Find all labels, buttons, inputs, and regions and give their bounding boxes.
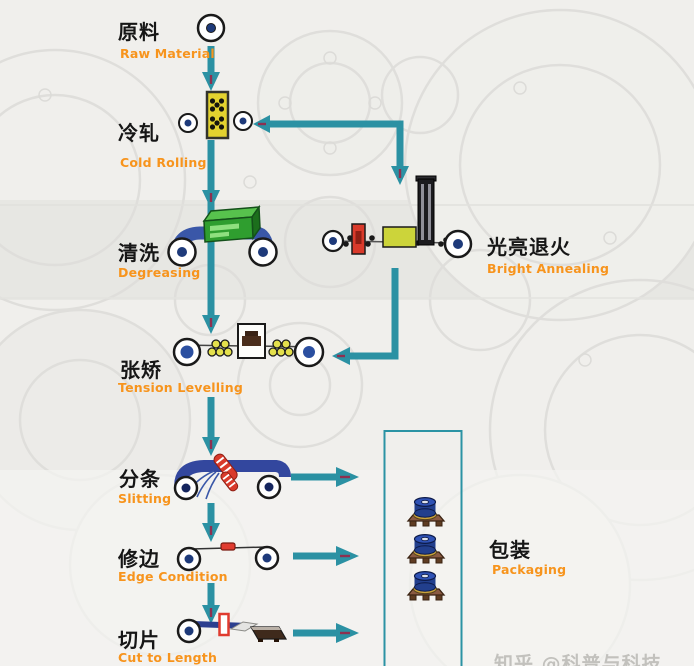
label-tension-levelling-en: Tension Levelling	[118, 380, 243, 395]
edge-trimmer-icon	[176, 542, 280, 572]
label-tension-levelling-zh: 张矫	[120, 358, 162, 382]
tension-leveller-icon	[172, 323, 325, 368]
label-raw-material-zh: 原料	[118, 20, 160, 44]
label-slitting-zh: 分条	[119, 467, 161, 491]
watermark: 知乎 @科普与科技	[494, 653, 662, 666]
label-degreasing-zh: 清洗	[118, 241, 160, 265]
label-cut-to-length-zh: 切片	[118, 628, 160, 652]
rolling-mill-icon	[178, 90, 253, 140]
flow-arrows	[202, 46, 409, 643]
shear-stacker-icon	[176, 612, 288, 644]
label-cut-to-length-en: Cut to Length	[118, 650, 218, 665]
label-cold-rolling-en: Cold Rolling	[120, 155, 207, 170]
label-bright-annealing-zh: 光亮退火	[487, 235, 571, 259]
annealing-furnace-icon	[321, 175, 473, 259]
packaging-zone-box	[383, 430, 463, 666]
coil-icon	[196, 13, 226, 43]
label-bright-annealing-en: Bright Annealing	[487, 261, 610, 276]
label-cold-rolling-zh: 冷轧	[118, 121, 160, 145]
arrow-annealing-coldrolling-loop	[268, 120, 404, 166]
pallet-coils-icon	[406, 497, 446, 601]
arrow-annealing-to-tension	[350, 268, 399, 360]
degreasing-washer-icon	[167, 204, 278, 267]
label-raw-material-en: Raw Material	[120, 46, 215, 61]
label-slitting-en: Slitting	[118, 491, 172, 506]
slitter-icon	[173, 453, 291, 501]
label-edge-condition-zh: 修边	[118, 547, 160, 571]
label-edge-condition-en: Edge Condition	[118, 569, 228, 584]
label-packaging-en: Packaging	[492, 562, 567, 577]
label-degreasing-en: Degreasing	[118, 265, 201, 280]
label-packaging-zh: 包装	[489, 538, 531, 562]
background-machinery	[0, 8, 694, 666]
